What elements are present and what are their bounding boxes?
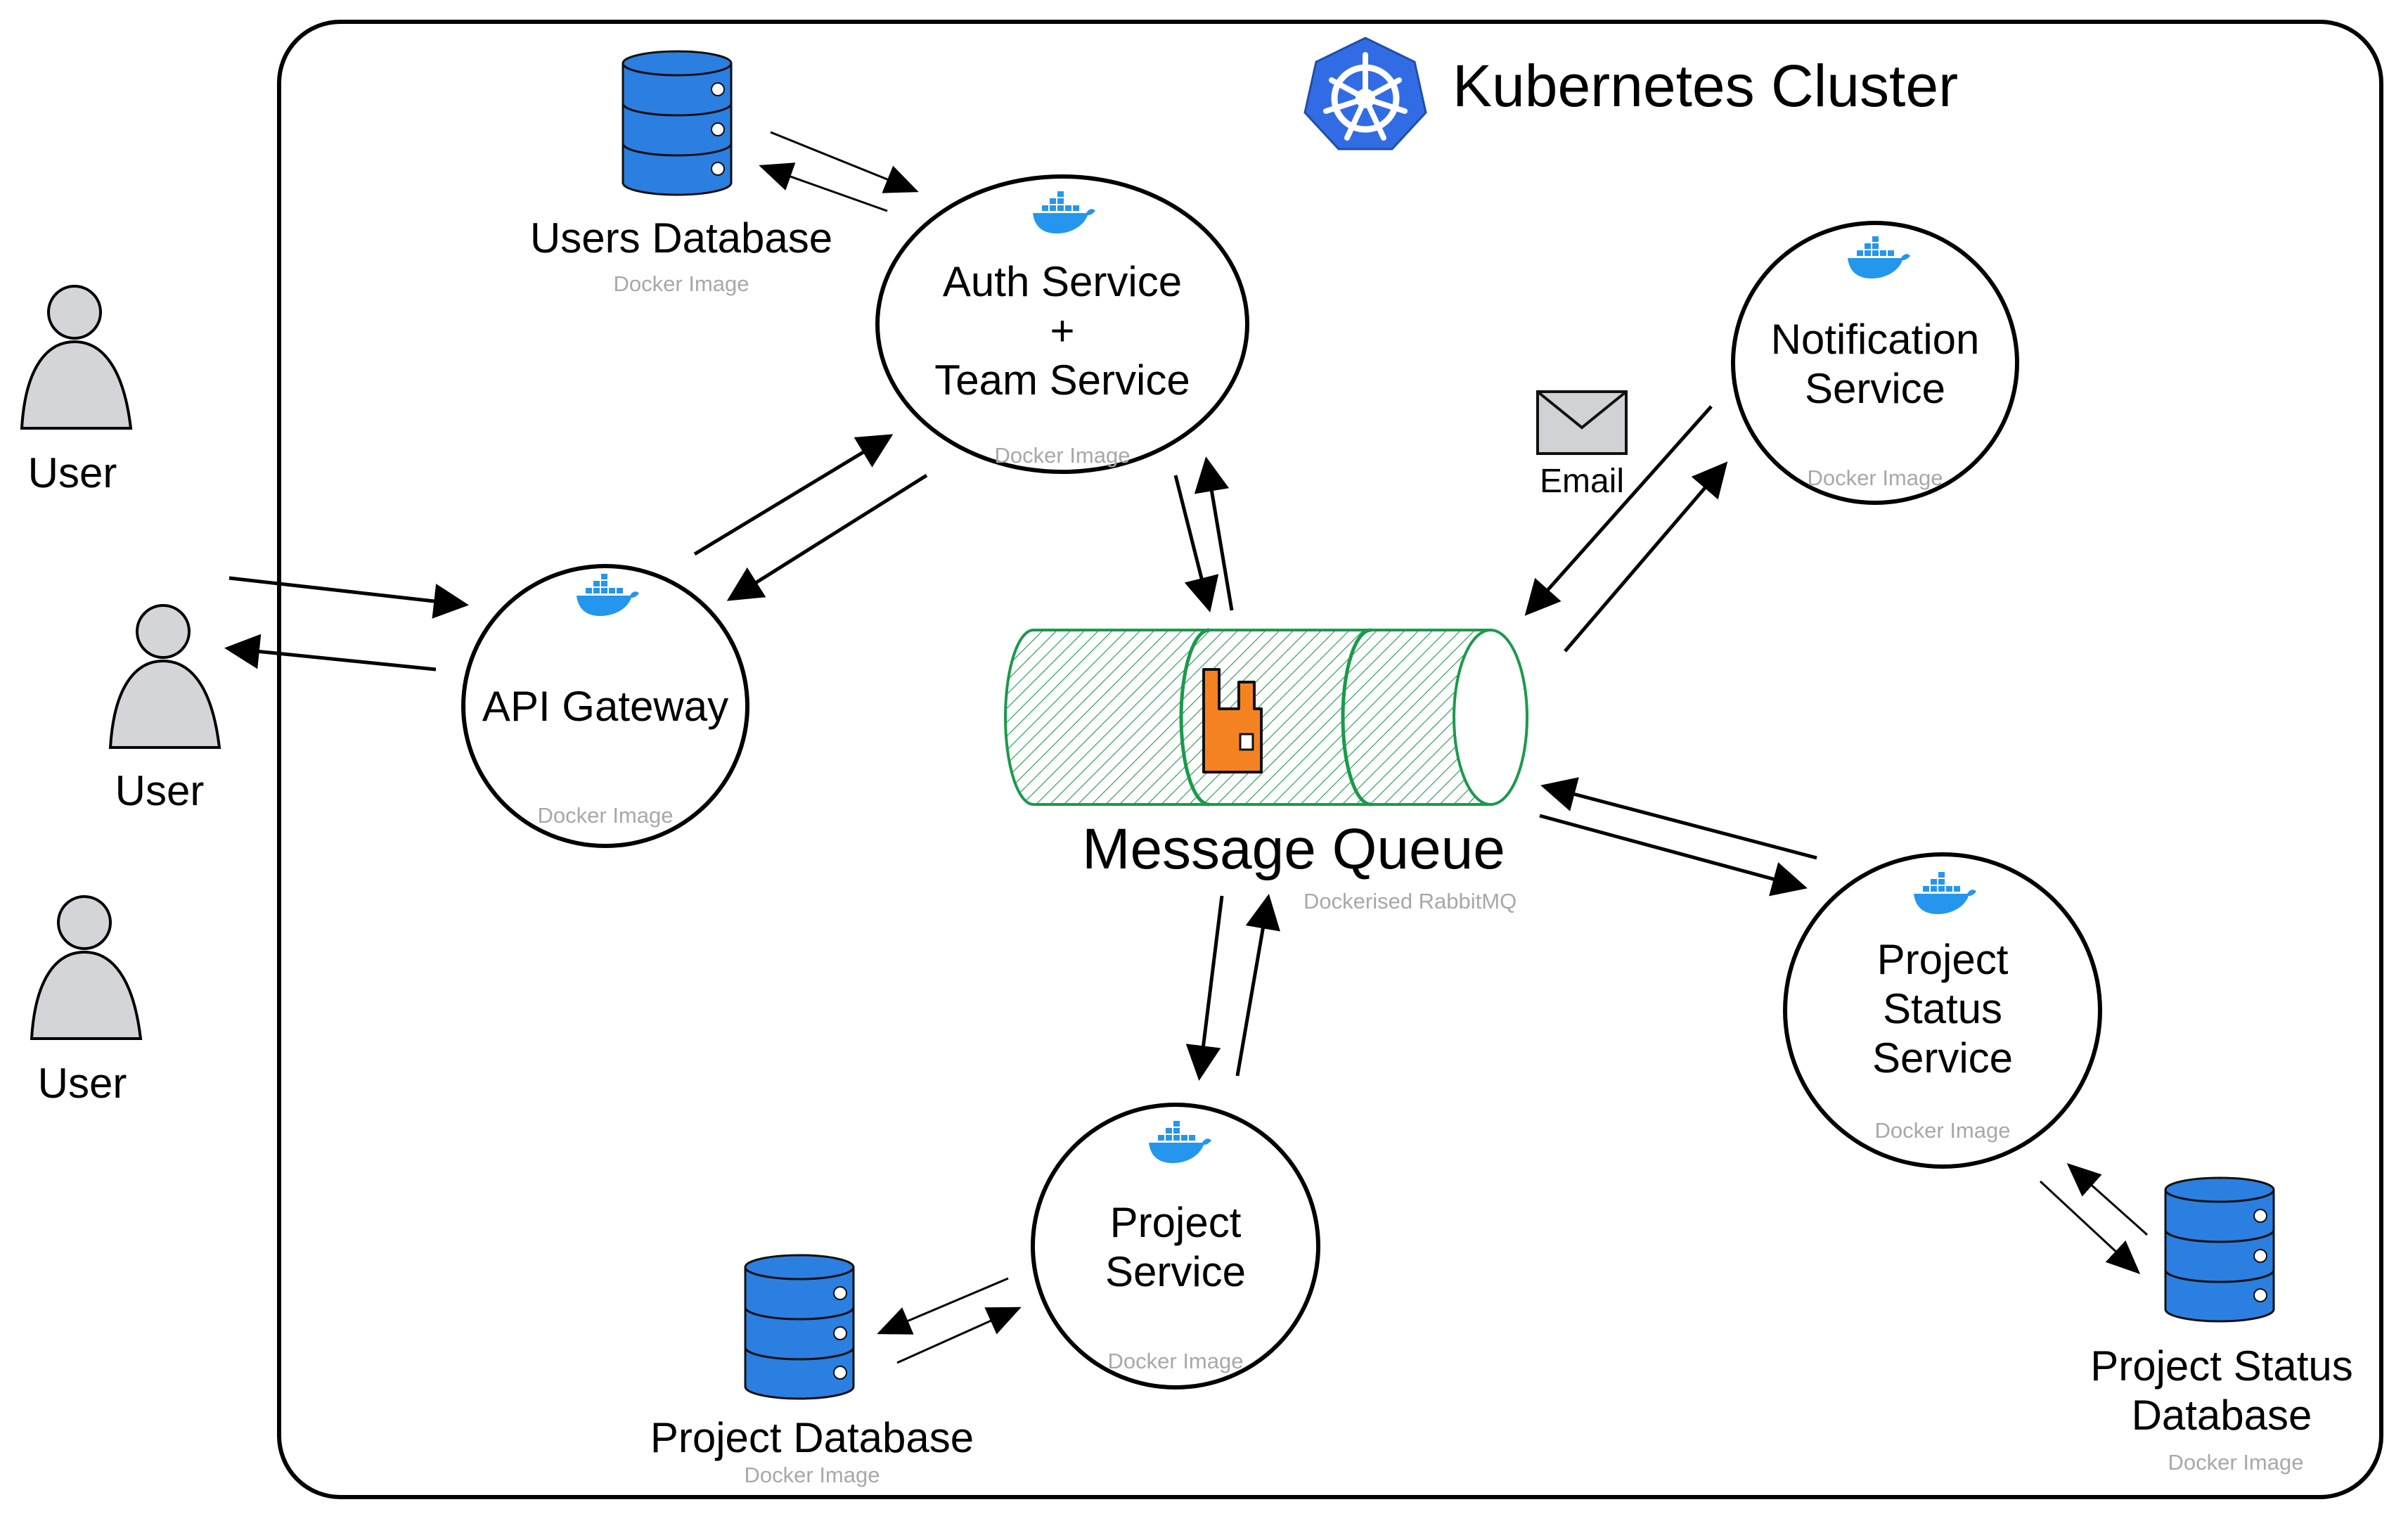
database-icon xyxy=(2164,1176,2275,1323)
service-label: Auth Service + Team Service xyxy=(934,258,1190,404)
arrow-auth-to-gateway xyxy=(726,473,928,601)
service-label: Notification Service xyxy=(1770,316,1980,412)
message-queue-sub: Dockerised RabbitMQ xyxy=(1303,889,1517,913)
database-label: Project Database xyxy=(650,1414,974,1461)
database-label: Users Database xyxy=(529,214,833,262)
arrow-user-to-gateway xyxy=(228,576,469,619)
rabbitmq-icon xyxy=(1202,668,1263,774)
arrow-gateway-to-auth xyxy=(693,434,894,556)
arrow-project-to-queue xyxy=(1235,894,1280,1077)
user-label: User xyxy=(27,449,117,496)
arrow-projectdb-to-project xyxy=(896,1307,1022,1364)
arrow-notification-to-queue xyxy=(1524,405,1713,616)
cluster-title: Kubernetes Cluster xyxy=(1453,53,1959,119)
database-label: Project Status Database xyxy=(2090,1342,2353,1439)
project-status-service: Project Status Service Docker Image xyxy=(1783,852,2102,1169)
service-label: API Gateway xyxy=(482,683,729,730)
docker-whale-icon xyxy=(1914,872,1976,914)
arrow-statusdb-to-status xyxy=(2066,1163,2148,1236)
message-queue-cylinder xyxy=(1004,628,1528,807)
docker-whale-icon xyxy=(1848,236,1910,278)
notification-service: Notification Service Docker Image xyxy=(1731,221,2019,505)
service-label: Project Service xyxy=(1105,1199,1247,1295)
project-service: Project Service Docker Image xyxy=(1031,1103,1320,1390)
person-icon xyxy=(108,604,221,749)
arrow-project-to-projectdb xyxy=(877,1277,1009,1335)
service-sub: Docker Image xyxy=(1874,1118,2011,1143)
message-queue-label: Message Queue xyxy=(1082,817,1505,881)
service-sub: Docker Image xyxy=(1107,1349,1244,1373)
arrow-queue-to-notification xyxy=(1564,461,1728,653)
service-sub: Docker Image xyxy=(1807,466,1943,490)
arrow-gateway-to-user xyxy=(224,634,437,672)
service-label: Project Status Service xyxy=(1872,936,2014,1082)
service-sub: Docker Image xyxy=(994,443,1131,468)
kubernetes-helm-icon xyxy=(1303,37,1427,150)
person-icon xyxy=(30,895,143,1040)
arrow-queue-to-project xyxy=(1185,895,1224,1081)
email-label: Email xyxy=(1539,463,1625,500)
service-sub: Docker Image xyxy=(537,803,674,828)
arrow-auth-to-queue xyxy=(1173,475,1219,612)
docker-whale-icon xyxy=(577,574,639,616)
envelope-icon xyxy=(1536,390,1628,455)
database-icon xyxy=(744,1254,855,1400)
database-icon xyxy=(622,50,733,196)
database-sub: Docker Image xyxy=(613,271,749,296)
arrow-auth-to-usersdb xyxy=(759,162,888,212)
kubernetes-cluster-boundary xyxy=(277,20,2383,1499)
arrow-usersdb-to-auth xyxy=(770,131,919,193)
auth-team-service: Auth Service + Team Service Docker Image xyxy=(875,174,1249,474)
user-label: User xyxy=(37,1060,127,1107)
arrow-queue-to-status xyxy=(1539,814,1808,897)
database-sub: Docker Image xyxy=(2168,1450,2304,1475)
arrow-queue-to-auth xyxy=(1194,456,1234,611)
docker-whale-icon xyxy=(1033,191,1095,233)
database-sub: Docker Image xyxy=(744,1463,880,1487)
docker-whale-icon xyxy=(1149,1121,1211,1163)
user-label: User xyxy=(115,767,205,814)
api-gateway-service: API Gateway Docker Image xyxy=(461,564,749,848)
arrow-status-to-queue xyxy=(1540,777,1817,860)
arrow-status-to-statusdb xyxy=(2039,1180,2141,1275)
person-icon xyxy=(20,285,133,430)
